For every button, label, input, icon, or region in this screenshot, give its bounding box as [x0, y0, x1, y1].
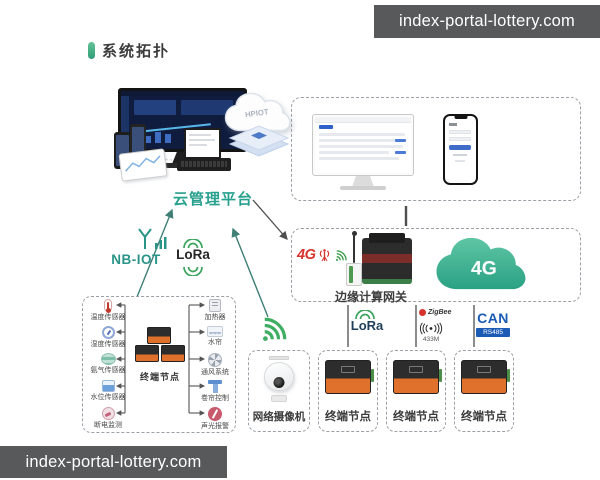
sensor-row: 氨气传感器: [85, 353, 131, 374]
4g-cloud-icon: 4G: [436, 237, 526, 290]
edge-gateway-label: 边缘计算网关: [334, 290, 407, 304]
cluster-terminal-node-label: 终端节点: [139, 372, 180, 382]
rf-433m-icon: [419, 322, 443, 335]
watermark-bottom-left: index-portal-lottery.com: [0, 446, 227, 478]
humidity-gauge-icon: [101, 326, 115, 339]
network-camera-label: 网络摄像机: [252, 411, 306, 423]
lora-signal-arcs-icon: [355, 310, 375, 319]
cloud-platform-label: 云管理平台: [172, 191, 253, 208]
sensor-label: 温度传感器: [90, 314, 126, 321]
zigbee-logo: ZigBee: [419, 309, 451, 316]
terminal-node-box-2: 终端节点: [386, 350, 446, 432]
4g-badge-label: 4G: [297, 247, 316, 263]
watermark-top-right: index-portal-lottery.com: [374, 5, 600, 38]
camera-wifi-icon: [263, 317, 287, 341]
sensor-label: 湿度传感器: [90, 341, 126, 348]
gateway-4g-badge: 4G: [297, 247, 350, 263]
actuator-row: 通风系统: [192, 353, 238, 376]
actuator-label: 卷帘控制: [201, 395, 229, 402]
actuator-row: 卷帘控制: [192, 380, 238, 402]
lora-radio-label: LoRa: [176, 247, 210, 262]
sensor-row: 温度传感器: [85, 299, 131, 321]
water-level-icon: [101, 380, 115, 392]
lora-signal-arcs-icon: [183, 239, 203, 248]
sensor-row: 断电监测: [85, 407, 131, 429]
lora-link-label: LoRa: [350, 318, 384, 333]
ptz-camera-icon: [262, 356, 296, 402]
sensor-cluster-box: 温度传感器 湿度传感器 氨气传感器 水位传感器 断电监测 加热器 水帘 通风: [82, 296, 236, 433]
terminal-node-label: 终端节点: [461, 411, 507, 423]
mobile-app-phone-icon: [443, 114, 478, 185]
cloud-brand-text: HPIOT: [245, 107, 270, 119]
login-button-mock: [449, 145, 471, 150]
terminal-node-device-icon: [161, 345, 185, 362]
sensor-label: 断电监测: [94, 422, 122, 429]
terminal-node-label: 终端节点: [393, 411, 439, 423]
heater-icon: [209, 299, 221, 312]
monitor-stand: [352, 176, 374, 187]
actuator-label: 水帘: [208, 339, 222, 346]
edge-gateway-device-icon: [346, 230, 414, 288]
admin-panel-box: [291, 97, 581, 201]
sensor-row: 水位传感器: [85, 380, 131, 401]
wifi-icon: [336, 250, 348, 262]
terminal-node-device-icon: [147, 327, 171, 344]
hpiot-cloud-icon: HPIOT: [224, 92, 291, 132]
sensor-label: 水位传感器: [90, 394, 126, 401]
nbiot-label: NB-IOT: [111, 252, 161, 267]
monitor-base: [340, 186, 386, 190]
page-title: 系统拓扑: [102, 43, 171, 60]
terminal-node-label: 终端节点: [325, 411, 371, 423]
actuator-label: 通风系统: [201, 369, 229, 376]
platform-layers-icon: [228, 125, 290, 157]
terminal-node-device-icon: [393, 360, 442, 394]
ammonia-sensor-icon: [100, 353, 116, 365]
actuator-row: 声光报警: [192, 407, 238, 430]
nbiot-antenna-icon: [138, 228, 167, 249]
tablet-chart: [125, 155, 161, 172]
zigbee-dot-icon: [419, 309, 426, 316]
gateway-antenna: [351, 231, 357, 263]
terminal-node-box-3: 终端节点: [454, 350, 514, 432]
power-cut-monitor-icon: [101, 407, 115, 420]
zigbee-brand-label: ZigBee: [428, 309, 452, 316]
zigbee-freq-label: 433M: [422, 336, 440, 343]
thermometer-icon: [104, 299, 112, 313]
sound-light-alarm-icon: [208, 407, 222, 421]
sensor-row: 湿度传感器: [85, 326, 131, 348]
terminal-node-device-icon: [325, 360, 374, 394]
network-camera-box: 网络摄像机: [248, 350, 310, 432]
terminal-node-device-icon: [135, 345, 159, 362]
actuator-row: 水帘: [192, 326, 238, 346]
roller-blind-icon: [208, 380, 222, 393]
rs485-badge: RS485: [476, 328, 510, 337]
laptop-icon: [177, 128, 231, 171]
section-title: 系统拓扑: [88, 40, 170, 61]
water-curtain-icon: [207, 326, 223, 337]
terminal-node-device-icon: [461, 360, 510, 394]
sensor-label: 氨气传感器: [90, 367, 126, 374]
title-marker-icon: [88, 42, 95, 59]
edge-gateway-box: [291, 228, 581, 302]
actuator-label: 加热器: [204, 314, 226, 321]
terminal-node-box-1: 终端节点: [318, 350, 378, 432]
4g-antenna-icon: [320, 249, 330, 262]
ventilation-fan-icon: [208, 353, 222, 367]
web-dashboard-monitor-icon: [312, 114, 414, 176]
4g-cloud-label: 4G: [471, 259, 497, 280]
lora-signal-arcs-icon: [183, 267, 203, 276]
can-link-label: CAN: [477, 310, 509, 326]
camera-lens: [273, 377, 285, 388]
tablet-icon: [118, 148, 168, 182]
actuator-label: 声光报警: [201, 423, 229, 430]
actuator-row: 加热器: [192, 299, 238, 321]
